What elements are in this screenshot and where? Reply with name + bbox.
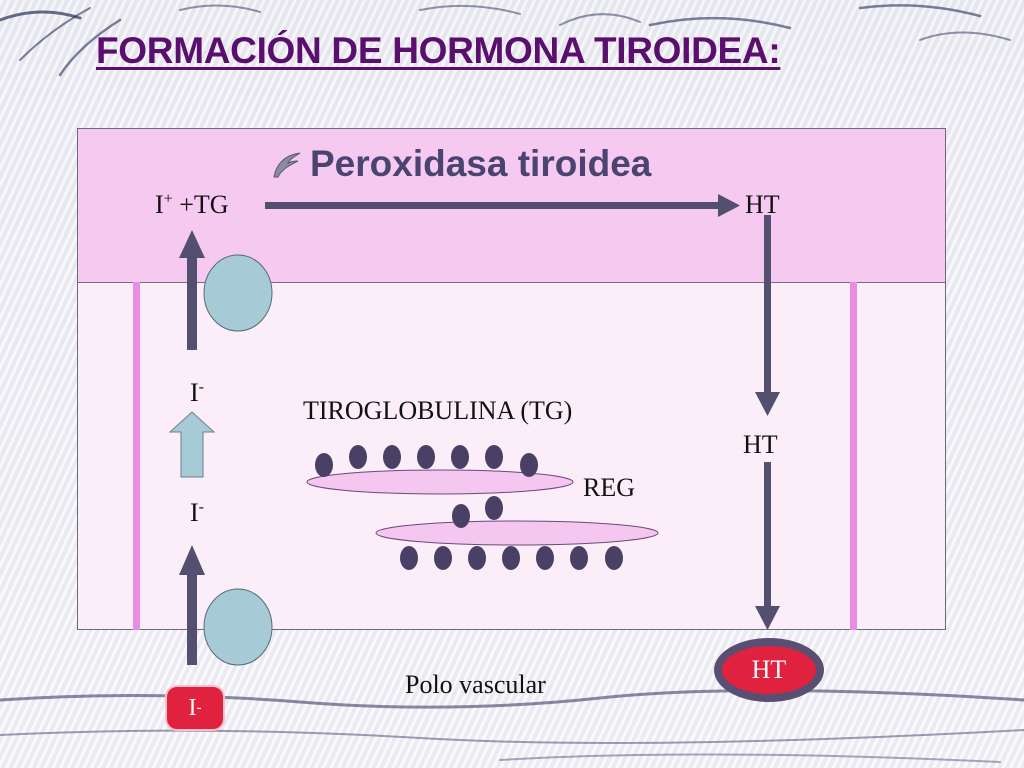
iodine-dot bbox=[383, 445, 401, 469]
slide-title: FORMACIÓN DE HORMONA TIROIDEA: bbox=[96, 30, 781, 71]
transporter-upper bbox=[203, 254, 273, 332]
label-iodide-lower: I- bbox=[190, 498, 204, 527]
iodide-input-badge: I- bbox=[165, 685, 225, 731]
cell-wall-left bbox=[133, 282, 140, 630]
tg-chain-lower bbox=[375, 520, 659, 546]
iodine-dot bbox=[468, 546, 486, 570]
label-iodide-upper: I- bbox=[190, 378, 204, 407]
iodine-dot bbox=[451, 445, 469, 469]
iodine-dot bbox=[570, 546, 588, 570]
ht-badge-label: HT bbox=[722, 646, 816, 694]
iodine-dot bbox=[417, 445, 435, 469]
label-reg: REG bbox=[583, 473, 635, 502]
iodine-dot bbox=[502, 546, 520, 570]
iodine-dots-lower bbox=[400, 546, 623, 570]
iodine-dot bbox=[485, 496, 503, 520]
arrow-tg-to-ht bbox=[265, 194, 740, 217]
cell-wall-right bbox=[850, 282, 857, 630]
label-tiroglobulina: TIROGLOBULINA (TG) bbox=[303, 396, 573, 425]
iodine-dot bbox=[485, 445, 503, 469]
iodine-dots-middle bbox=[452, 496, 503, 528]
arrow-iodide-up-upper bbox=[179, 230, 205, 350]
arrow-ht-down-lower bbox=[755, 462, 780, 630]
label-ht-middle: HT bbox=[743, 430, 778, 459]
thyroid-cell bbox=[77, 128, 946, 630]
tg-chain-upper bbox=[306, 469, 574, 495]
iodine-dot bbox=[400, 546, 418, 570]
arrow-iodide-diffusion bbox=[168, 411, 216, 478]
label-polo-vascular: Polo vascular bbox=[405, 670, 546, 699]
arrow-iodide-up-lower bbox=[179, 545, 205, 665]
arrow-ht-down-upper bbox=[755, 215, 780, 416]
bullet-peroxidasa: Peroxidasa tiroidea bbox=[270, 140, 651, 188]
iodine-dot bbox=[349, 445, 367, 469]
label-iodine-tg: I+ +TG bbox=[155, 190, 229, 219]
quill-bullet-icon bbox=[273, 152, 301, 178]
ht-output-badge: HT bbox=[714, 638, 824, 702]
iodine-dots-upper bbox=[315, 445, 538, 477]
transporter-lower bbox=[203, 588, 273, 666]
bullet-text: Peroxidasa tiroidea bbox=[310, 143, 652, 184]
label-ht-top: HT bbox=[745, 190, 780, 219]
iodine-dot bbox=[520, 453, 538, 477]
iodine-dot bbox=[536, 546, 554, 570]
iodine-dot bbox=[315, 453, 333, 477]
iodine-dot bbox=[452, 504, 470, 528]
iodine-dot bbox=[605, 546, 623, 570]
iodine-dot bbox=[434, 546, 452, 570]
